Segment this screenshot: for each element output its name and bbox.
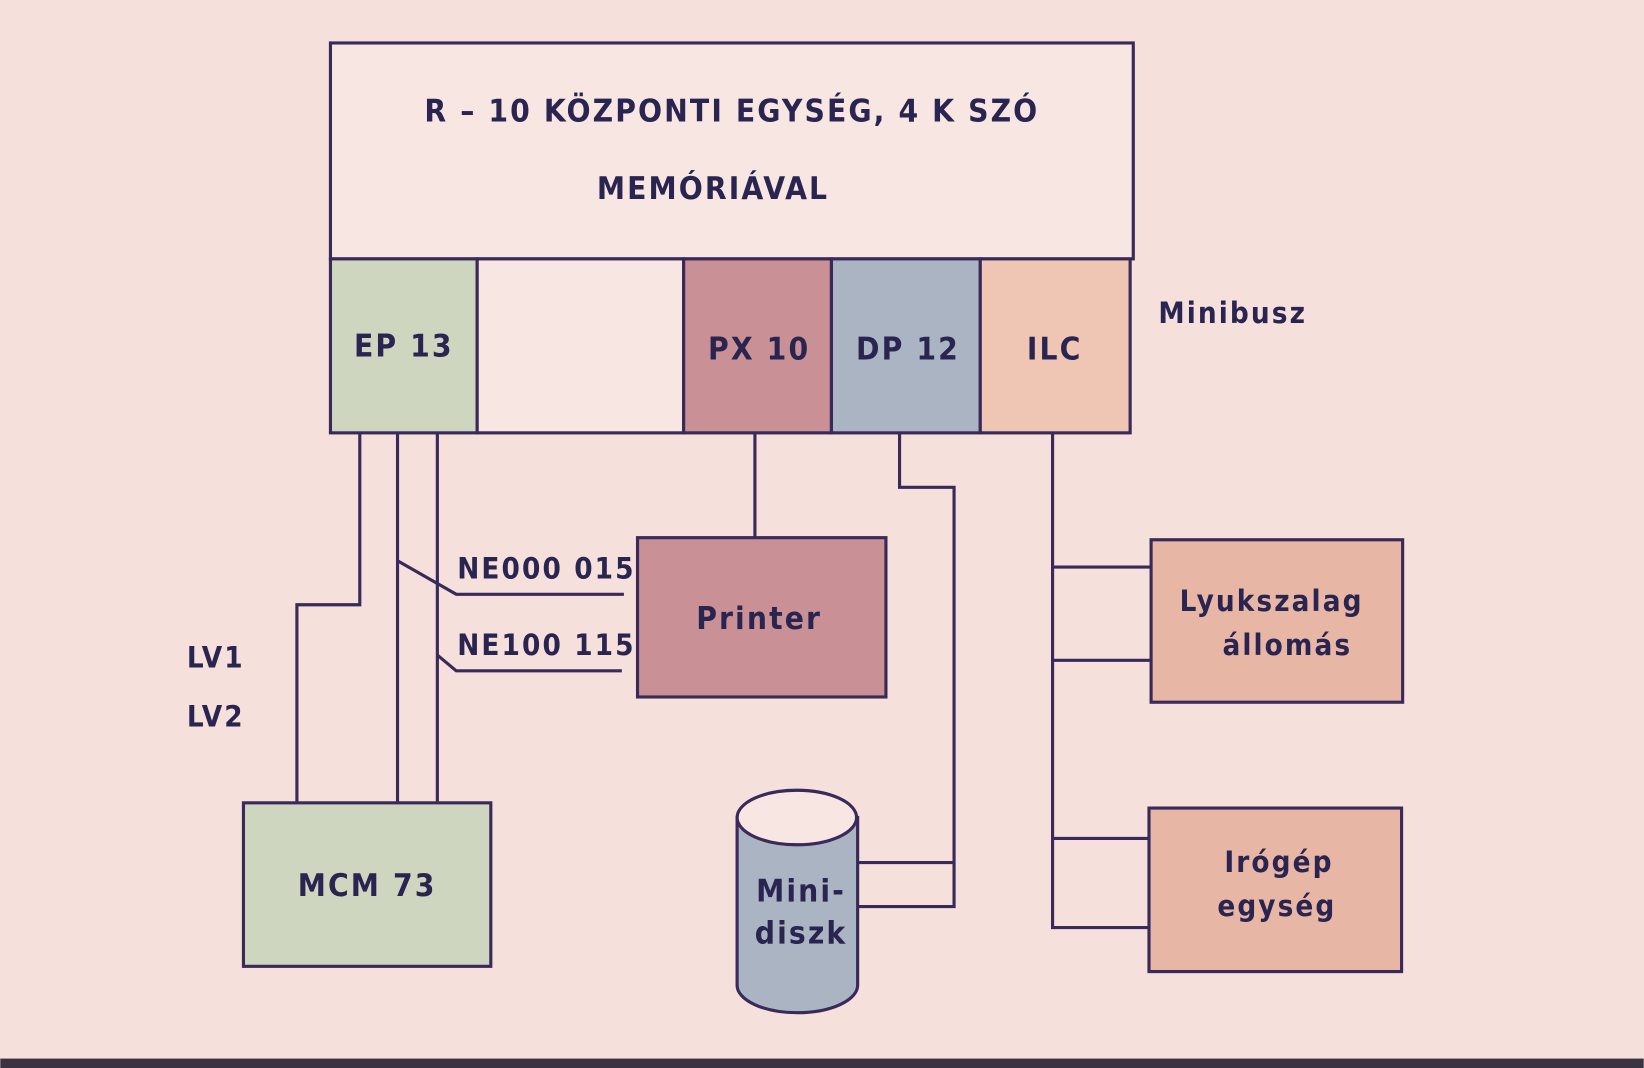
mcm73-box	[241, 801, 493, 968]
tape-station-label-line1: Lyukszalag	[1180, 584, 1364, 618]
minidisk-cylinder: Mini- diszk	[735, 788, 860, 1015]
line-dp12-disk-a	[857, 432, 956, 909]
central-unit-box	[328, 41, 1135, 261]
module-ep13-label: EP 13	[354, 328, 454, 364]
line-ne100	[436, 653, 622, 673]
lv2-label: LV2	[187, 699, 245, 733]
central-unit-title-line2: MEMÓRIÁVAL	[597, 168, 829, 207]
typewriter-label-line1: Irógép	[1224, 845, 1333, 879]
module-ilc	[978, 257, 1132, 435]
line-ne000	[396, 559, 624, 596]
module-dp12	[829, 257, 982, 435]
tape-station-label-line2: állomás	[1223, 628, 1353, 662]
connection-lines	[295, 432, 1152, 930]
module-px10-label: PX 10	[708, 331, 810, 367]
minidisk-label-line2: diszk	[755, 915, 848, 951]
minidisk-body	[735, 815, 860, 1015]
printer-box	[635, 536, 888, 699]
lv1-label: LV1	[187, 641, 245, 675]
module-ep13	[328, 257, 479, 435]
minibus-label: Minibusz	[1158, 296, 1307, 330]
ne000-label: NE000 015	[457, 552, 635, 586]
typewriter-label-line2: egység	[1217, 889, 1336, 923]
mcm73-label: MCM 73	[298, 868, 437, 904]
line-ilc-main	[1051, 432, 1150, 930]
module-row: EP 13 PX 10 DP 12 ILC	[328, 257, 1132, 435]
ne100-label: NE100 115	[457, 628, 635, 662]
minidisk-top	[735, 788, 859, 847]
printer-label: Printer	[696, 601, 822, 637]
module-dp12-label: DP 12	[856, 331, 960, 367]
minidisk-label-line1: Mini-	[756, 873, 846, 909]
slide-edge	[0, 1058, 1644, 1068]
typewriter-box	[1147, 806, 1404, 974]
module-empty	[475, 257, 686, 435]
module-px10	[682, 257, 834, 435]
central-unit-title-line1: R – 10 KÖZPONTI EGYSÉG, 4 K SZÓ	[424, 91, 1039, 130]
module-ilc-label: ILC	[1027, 331, 1083, 367]
line-ep13-mcm-a	[295, 432, 362, 802]
tape-station-box	[1149, 538, 1405, 704]
